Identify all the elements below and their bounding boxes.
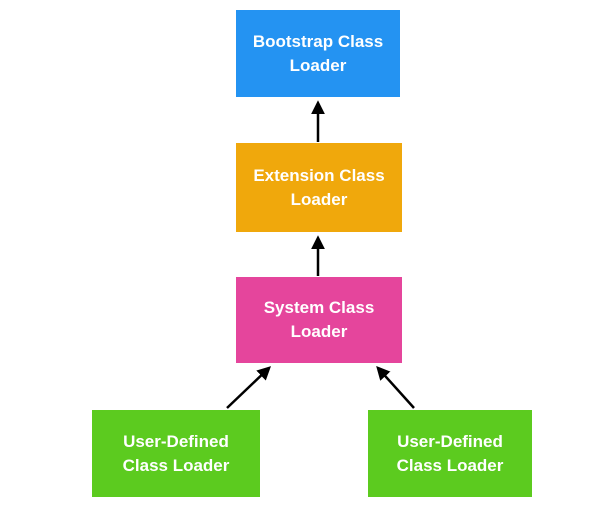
arrow-user-left-to-system — [226, 366, 271, 409]
arrow-user-right-to-system — [376, 365, 415, 409]
node-extension-class-loader: Extension Class Loader — [236, 143, 402, 232]
node-user-defined-class-loader-left: User-Defined Class Loader — [92, 410, 260, 497]
node-system-class-loader: System Class Loader — [236, 277, 402, 363]
node-bootstrap-class-loader: Bootstrap Class Loader — [236, 10, 400, 97]
node-user-defined-class-loader-right: User-Defined Class Loader — [368, 410, 532, 497]
